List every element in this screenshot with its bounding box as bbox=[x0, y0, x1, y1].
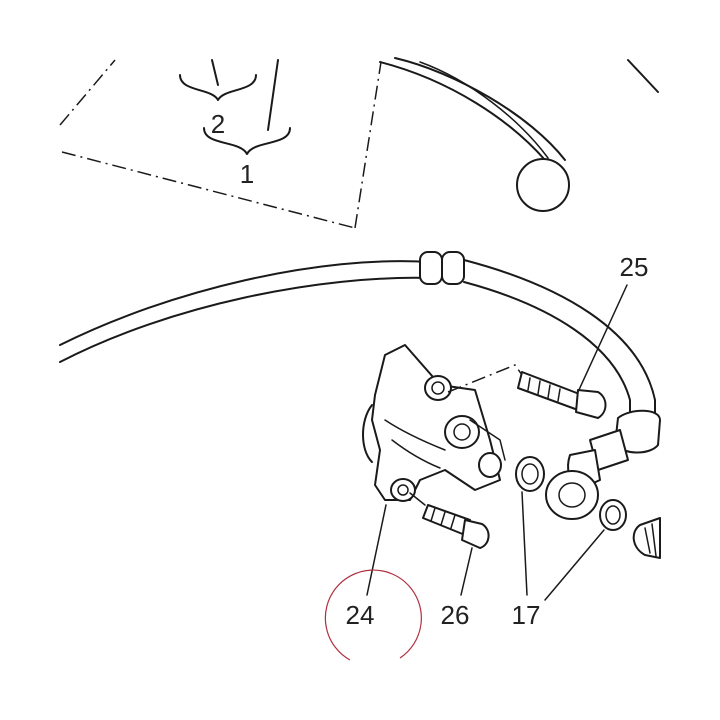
upper-pipe-bend bbox=[379, 57, 659, 212]
bolt-26 bbox=[409, 492, 490, 549]
callout-25: 25 bbox=[620, 252, 649, 282]
callout-2: 2 bbox=[211, 109, 225, 139]
callout-24: 24 bbox=[346, 600, 375, 630]
leader-lines bbox=[366, 284, 628, 601]
banjo-bolt bbox=[632, 517, 661, 559]
banjo-fitting bbox=[545, 449, 601, 520]
highlight-circle bbox=[324, 569, 422, 661]
callout-17: 17 bbox=[512, 600, 541, 630]
brake-hose bbox=[59, 251, 661, 471]
callout-26: 26 bbox=[441, 600, 470, 630]
bolt-25 bbox=[447, 364, 607, 419]
caliper-body bbox=[362, 344, 506, 502]
brace-group bbox=[179, 59, 291, 155]
sealing-washers bbox=[515, 456, 627, 531]
assembly-boundary-lines bbox=[59, 59, 382, 229]
callout-1: 1 bbox=[240, 159, 254, 189]
